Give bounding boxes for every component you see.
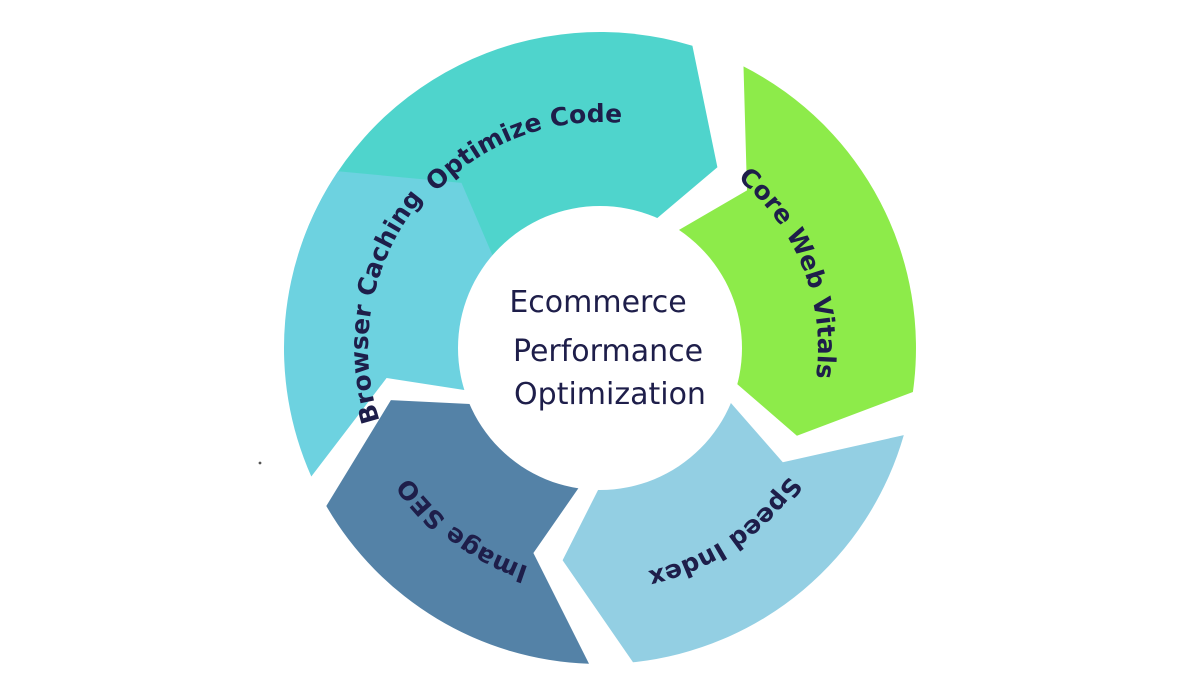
segment-optimize-code (303, 31, 718, 309)
center-disc (458, 206, 742, 490)
segment-speed-index (562, 379, 904, 663)
stray-dot (258, 461, 262, 465)
center-title-line-3: Optimization (514, 377, 706, 412)
center-title-line-2: Performance (513, 334, 703, 369)
segment-browser-caching (283, 171, 505, 477)
center-title: Ecommerce Performance Optimization (509, 285, 707, 412)
segments-layer (283, 31, 916, 664)
center-title-line-1: Ecommerce (509, 285, 686, 320)
